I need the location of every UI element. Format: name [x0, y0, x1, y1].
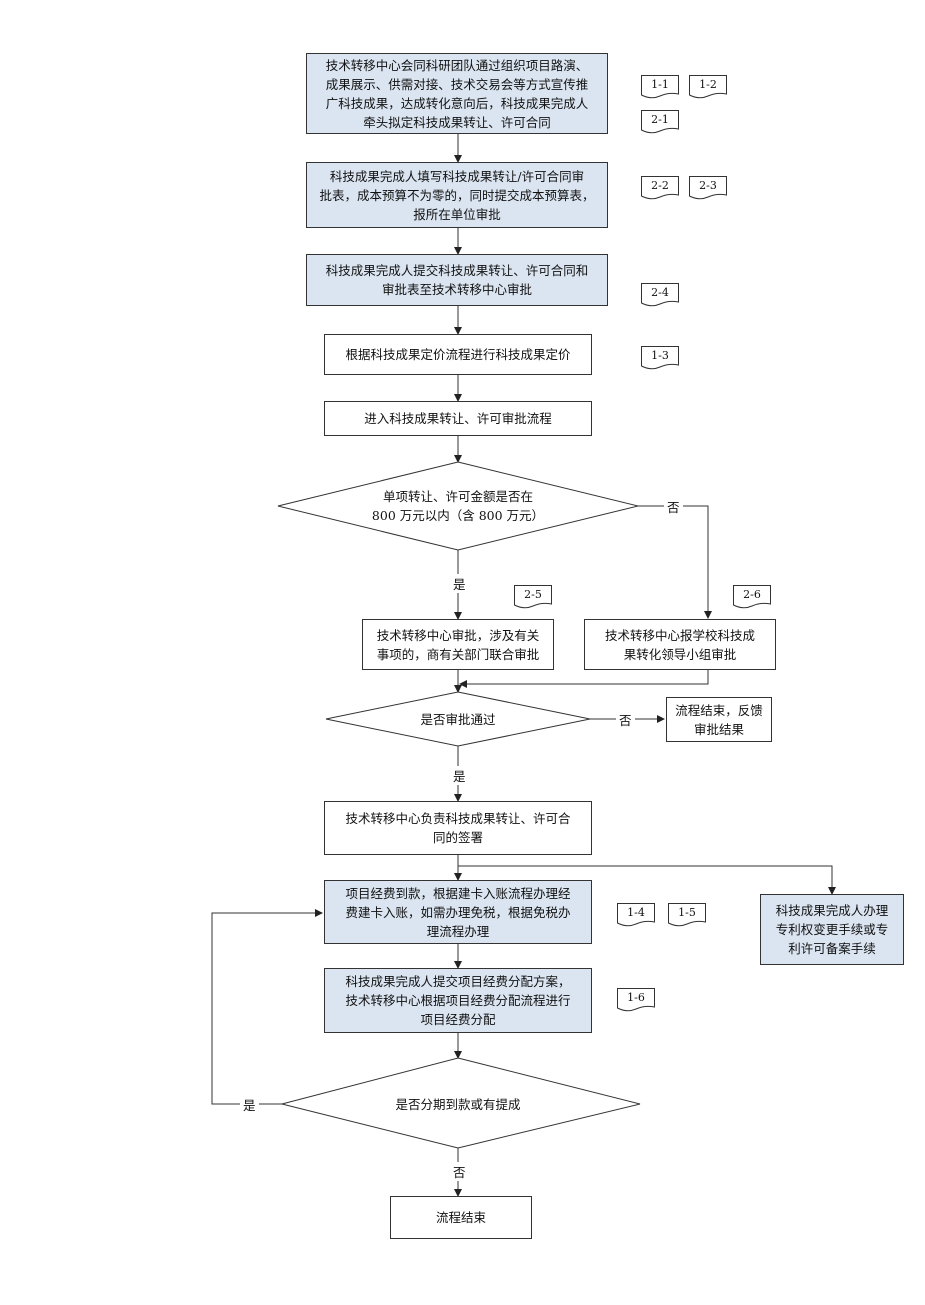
label-no-installment: 否 [450, 1162, 469, 1181]
step-funds-received: 项目经费到款，根据建卡入账流程办理经 费建卡入账，如需办理免税，根据免税办 理流… [324, 880, 592, 944]
document-icon [617, 903, 655, 927]
doc-ref-2-5: 2-5 [514, 585, 552, 609]
doc-ref-label: 1-2 [699, 78, 717, 91]
doc-ref-1-1: 1-1 [641, 75, 679, 99]
document-icon [641, 75, 679, 99]
step-fund-allocation: 科技成果完成人提交项目经费分配方案， 技术转移中心根据项目经费分配流程进行 项目… [324, 968, 592, 1033]
doc-ref-1-3: 1-3 [641, 346, 679, 370]
decision-approved-diamond [325, 691, 591, 747]
doc-ref-2-1: 2-1 [641, 110, 679, 134]
decision-installment-text: 是否分期到款或有提成 [395, 1096, 521, 1112]
doc-ref-label: 2-3 [699, 179, 717, 192]
step-enter-approval-process: 进入科技成果转让、许可审批流程 [324, 401, 592, 436]
document-icon [689, 75, 727, 99]
step-submit-to-tech-transfer-center: 科技成果完成人提交科技成果转让、许可合同和 审批表至技术转移中心审批 [306, 254, 608, 306]
label-yes-approved: 是 [450, 766, 469, 785]
doc-ref-label: 2-4 [651, 286, 669, 299]
decision-installment-diamond [281, 1057, 641, 1149]
doc-ref-label: 1-3 [651, 349, 669, 362]
decision-amount-text: 单项转让、许可金额是否在 800 万元以内（含 800 万元） [371, 489, 545, 523]
doc-ref-label: 1-4 [627, 906, 645, 919]
label-no-approved: 否 [616, 710, 635, 729]
doc-ref-2-4: 2-4 [641, 283, 679, 307]
document-icon [514, 585, 552, 609]
doc-ref-label: 1-1 [651, 78, 669, 91]
step-process-end: 流程结束 [390, 1196, 532, 1239]
document-icon [668, 903, 706, 927]
doc-ref-label: 2-1 [651, 113, 669, 126]
step-patent-change: 科技成果完成人办理 专利权变更手续或专 利许可备案手续 [760, 894, 904, 965]
doc-ref-1-4: 1-4 [617, 903, 655, 927]
document-icon [641, 110, 679, 134]
step-promote-and-draft-contract: 技术转移中心会同科研团队通过组织项目路演、 成果展示、供需对接、技术交易会等方式… [306, 53, 608, 134]
doc-ref-2-3: 2-3 [689, 176, 727, 200]
doc-ref-label: 2-2 [651, 179, 669, 192]
label-yes-installment: 是 [240, 1095, 259, 1114]
label-no-amount: 否 [664, 497, 683, 516]
doc-ref-label: 2-5 [524, 588, 542, 601]
doc-ref-1-6: 1-6 [617, 988, 655, 1012]
document-icon [689, 176, 727, 200]
doc-ref-2-6: 2-6 [733, 585, 771, 609]
document-icon [641, 176, 679, 200]
doc-ref-label: 1-5 [678, 906, 696, 919]
doc-ref-label: 1-6 [627, 991, 645, 1004]
step-school-group-approval: 技术转移中心报学校科技成 果转化领导小组审批 [584, 619, 776, 670]
step-sign-contract: 技术转移中心负责科技成果转让、许可合 同的签署 [324, 801, 592, 855]
document-icon [617, 988, 655, 1012]
step-pricing: 根据科技成果定价流程进行科技成果定价 [324, 334, 592, 375]
step-fill-approval-form: 科技成果完成人填写科技成果转让/许可合同审 批表，成本预算不为零的，同时提交成本… [306, 162, 608, 228]
step-end-feedback: 流程结束，反馈 审批结果 [666, 697, 772, 742]
doc-ref-label: 2-6 [743, 588, 761, 601]
document-icon [641, 283, 679, 307]
document-icon [641, 346, 679, 370]
doc-ref-1-5: 1-5 [668, 903, 706, 927]
doc-ref-2-2: 2-2 [641, 176, 679, 200]
label-yes-amount: 是 [450, 574, 469, 593]
decision-approved-text: 是否审批通过 [420, 711, 496, 727]
doc-ref-1-2: 1-2 [689, 75, 727, 99]
decision-amount-diamond [277, 461, 639, 551]
document-icon [733, 585, 771, 609]
step-center-approval: 技术转移中心审批，涉及有关 事项的，商有关部门联合审批 [362, 619, 554, 670]
